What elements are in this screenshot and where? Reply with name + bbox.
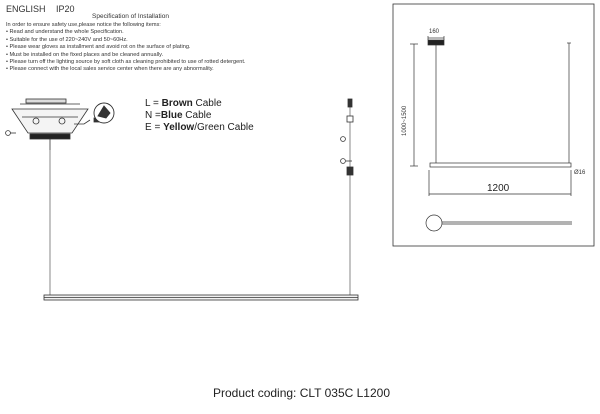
top-view: [425, 214, 572, 232]
spec-item: • Please connect with the local sales se…: [6, 66, 214, 73]
dimension-frame: [392, 3, 595, 247]
light-bar: [43, 294, 359, 301]
ip-rating: IP20: [56, 4, 75, 14]
hand-icon: [93, 102, 115, 124]
height-dimension: 1000~1500: [402, 105, 408, 136]
wiring-line-e: E = Yellow/Green Cable: [145, 122, 254, 133]
front-view: [410, 36, 572, 196]
spec-item: • Please turn off the lighting source by…: [6, 59, 246, 66]
right-hanger-parts: [340, 98, 354, 176]
spec-item: • Please wear gloves as installment and …: [6, 44, 191, 51]
spec-item: • Read and understand the whole Specific…: [6, 29, 124, 36]
language-label: ENGLISH: [6, 4, 46, 14]
wiring-line-n: N =Blue Cable: [145, 110, 212, 121]
wiring-line-l: L = Brown Cable: [145, 98, 222, 109]
canopy-dimension: 160: [429, 29, 440, 35]
length-dimension: 1200: [487, 183, 510, 194]
product-coding: Product coding: CLT 035C L1200: [213, 386, 391, 400]
wiring-legend: L = Brown Cable N =Blue Cable E = Yellow…: [145, 98, 254, 134]
ceiling-canopy-icon: [5, 98, 89, 150]
spec-item: In order to ensure safety use,please not…: [6, 22, 161, 28]
spec-item: • Must be installed on the fixed places …: [6, 51, 164, 58]
spec-list: In order to ensure safety use,please not…: [6, 22, 245, 74]
diameter-dimension: Ø16: [574, 170, 586, 176]
spec-item: • Suitable for the use of 220~240V and 5…: [6, 36, 128, 43]
spec-title: Specification of Installation: [92, 13, 169, 20]
